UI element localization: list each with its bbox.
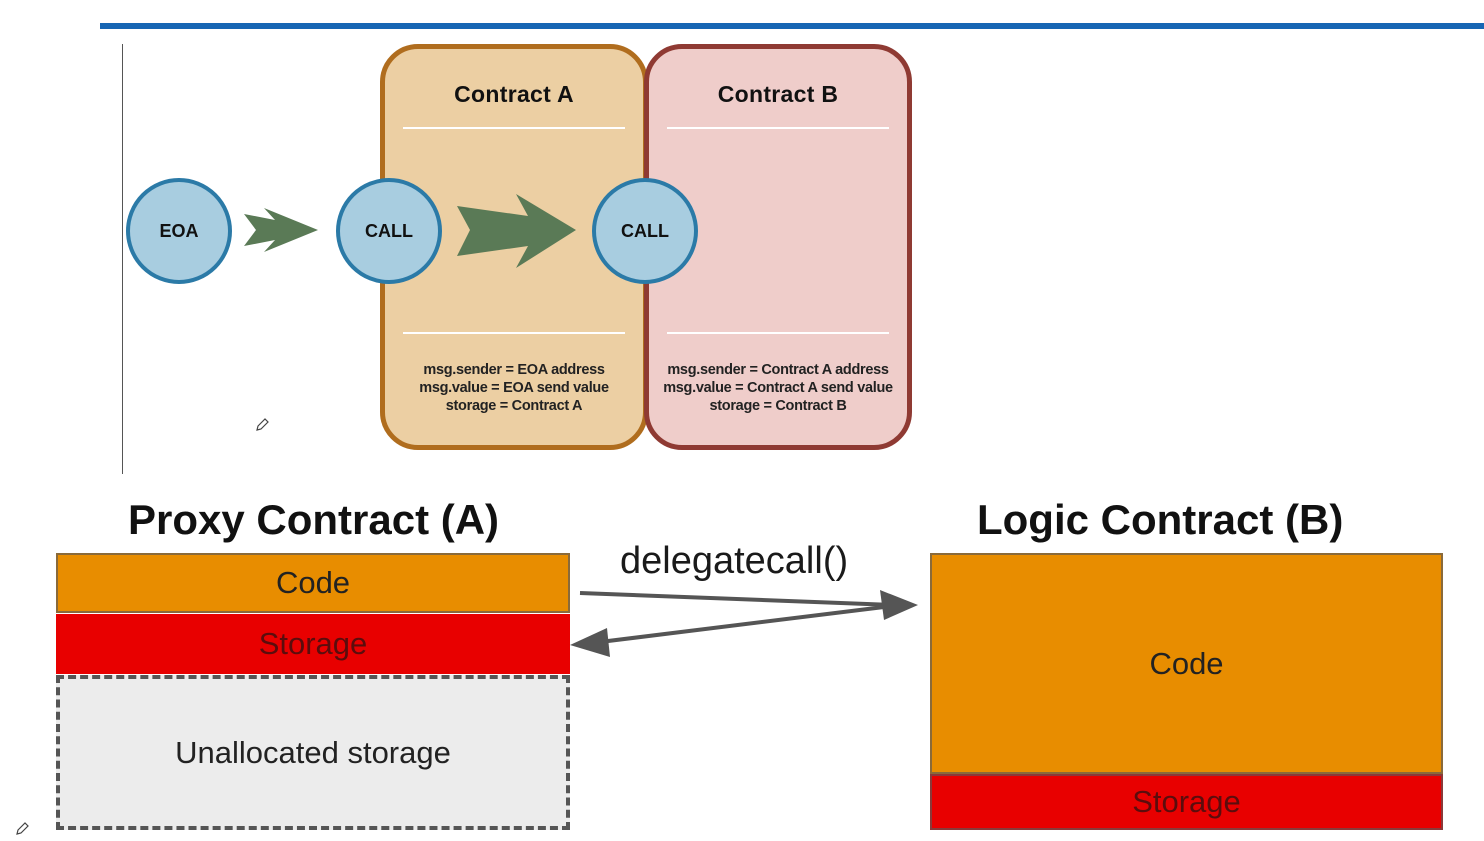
contract-b-title: Contract B bbox=[717, 81, 839, 107]
call-b-node: CALL bbox=[592, 178, 698, 284]
contract-b-value: msg.value = Contract A send value bbox=[663, 380, 893, 396]
contract-a-top-rule bbox=[403, 127, 625, 129]
contract-b-info: msg.sender = Contract A address msg.valu… bbox=[649, 361, 907, 415]
logic-code-block: Code bbox=[930, 553, 1443, 774]
proxy-unallocated-storage-block: Unallocated storage bbox=[56, 675, 570, 830]
contract-a-info: msg.sender = EOA address msg.value = EOA… bbox=[385, 361, 643, 415]
contract-a-value: msg.value = EOA send value bbox=[419, 380, 609, 396]
contract-b-sender: msg.sender = Contract A address bbox=[667, 362, 889, 378]
left-divider-line bbox=[122, 44, 123, 474]
delegatecall-return-arrowhead bbox=[570, 628, 610, 657]
logic-contract-title: Logic Contract (B) bbox=[977, 496, 1344, 543]
delegatecall-label: delegatecall() bbox=[620, 540, 849, 582]
contract-b-bottom-rule bbox=[667, 332, 889, 334]
top-rule bbox=[100, 23, 1484, 29]
pencil-icon bbox=[256, 418, 269, 431]
delegatecall-forward-line bbox=[579, 591, 893, 607]
pencil-icon bbox=[16, 822, 29, 835]
call-a-node: CALL bbox=[336, 178, 442, 284]
call-to-call-arrow bbox=[457, 194, 576, 268]
proxy-contract-title: Proxy Contract (A) bbox=[128, 496, 500, 543]
contract-a-storage: storage = Contract A bbox=[445, 398, 583, 414]
contract-b-top-rule bbox=[667, 127, 889, 129]
delegatecall-forward-arrowhead bbox=[880, 590, 918, 620]
proxy-storage-block: Storage bbox=[56, 614, 570, 674]
eoa-to-call-arrow bbox=[244, 208, 318, 252]
delegatecall-return-line bbox=[599, 605, 885, 644]
eoa-node: EOA bbox=[126, 178, 232, 284]
contract-a-title: Contract A bbox=[454, 81, 574, 107]
contract-a-sender: msg.sender = EOA address bbox=[423, 362, 605, 378]
proxy-code-block: Code bbox=[56, 553, 570, 613]
contract-a-bottom-rule bbox=[403, 332, 625, 334]
contract-b-storage: storage = Contract B bbox=[709, 398, 847, 414]
logic-storage-block: Storage bbox=[930, 774, 1443, 830]
contract-b-panel: Contract B msg.sender = Contract A addre… bbox=[644, 44, 912, 450]
